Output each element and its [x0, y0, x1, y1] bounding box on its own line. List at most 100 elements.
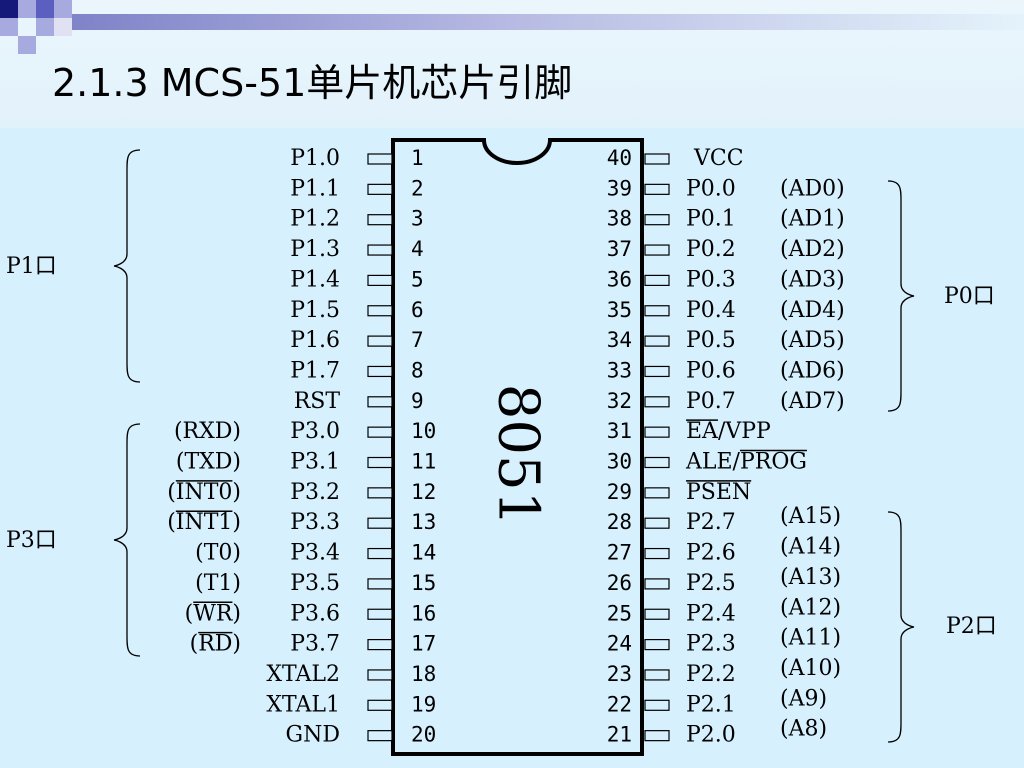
- pin-name: P1.6: [290, 328, 340, 353]
- pin-name: P0.2: [686, 237, 736, 262]
- pin-lead: [644, 305, 670, 317]
- pin-number: 37: [607, 237, 632, 261]
- pin-name: P3.4: [290, 541, 340, 566]
- pin-name: P3.2: [290, 480, 340, 505]
- pin-alt-function: (AD1): [780, 207, 845, 232]
- pin-row-left: 6P1.5: [290, 298, 423, 323]
- pin-lead: [644, 365, 670, 378]
- pin-alt-function: (A10): [780, 656, 841, 681]
- pin-lead: [644, 426, 670, 438]
- pin-row-left: 7 P1.6: [290, 328, 423, 353]
- brace-p0: [887, 180, 915, 412]
- pin-name: P1.7: [290, 358, 340, 383]
- pin-number: 30: [607, 450, 632, 474]
- pin-alt-function: (A15): [780, 504, 841, 529]
- pin-alt-function: (INT1): [167, 510, 241, 535]
- left-pins: 1P1.02P1.13P1.24P1.35P1.46P1.57P1.68P1.7…: [167, 146, 436, 748]
- pin-name: P1.0: [290, 146, 340, 171]
- pin-number: 6: [411, 298, 424, 322]
- group-braces: [113, 149, 915, 743]
- pin-number: 1: [411, 146, 424, 170]
- page-title: 2.1.3 MCS-51单片机芯片引脚: [52, 61, 573, 105]
- pin-lead: [644, 456, 670, 469]
- corner-decoration-square: [36, 0, 54, 18]
- pin-number: 15: [411, 571, 436, 595]
- pin-number: 34: [607, 328, 632, 352]
- pin-name: P0.7: [686, 389, 736, 414]
- pin-lead: [644, 730, 670, 742]
- pin-name: P0.1: [686, 207, 736, 232]
- pin-name: P0.4: [686, 298, 736, 323]
- pin-lead: [367, 335, 393, 347]
- pin-alt-function: (A11): [780, 626, 841, 651]
- pin-name: P2.2: [686, 662, 736, 687]
- pin-number: 20: [411, 723, 436, 747]
- pin-lead: [367, 305, 393, 317]
- pin-number: 21: [607, 723, 632, 747]
- pin-number: 7: [411, 328, 424, 352]
- pin-lead: [367, 396, 393, 408]
- pin-lead: [367, 244, 393, 256]
- pin-name: P3.6: [290, 601, 340, 626]
- pin-lead: [367, 517, 393, 529]
- group-label-p3: P3口: [6, 528, 57, 553]
- pin-lead: [367, 608, 393, 620]
- pin-lead: [367, 487, 393, 499]
- pin-alt-function: (AD4): [780, 298, 845, 323]
- pin-name: P3.5: [290, 571, 340, 596]
- pin-alt-function: (A12): [780, 595, 841, 620]
- pin-number: 33: [607, 358, 632, 382]
- pin-lead: [644, 335, 670, 347]
- pin-row-left: 2P1.1: [290, 176, 423, 201]
- pin-number: 4: [411, 237, 424, 261]
- pin-number: 26: [607, 571, 632, 595]
- pin-number: 31: [607, 419, 632, 443]
- pin-name: P2.4: [686, 601, 736, 626]
- pin-lead: [367, 699, 393, 711]
- pin-alt-function: (AD3): [780, 267, 845, 292]
- pin-name: PSEN: [686, 480, 751, 505]
- pin-lead: [644, 638, 670, 651]
- pin-number: 28: [607, 510, 632, 534]
- pin-alt-function: (T0): [195, 541, 241, 566]
- pin-lead: [644, 699, 670, 711]
- group-label-p2: P2口: [946, 614, 997, 639]
- pin-lead: [644, 547, 670, 560]
- pin-lead: [644, 214, 670, 226]
- pin-alt-function: (A13): [780, 565, 841, 590]
- pin-number: 23: [607, 662, 632, 686]
- pin-lead: [367, 730, 393, 742]
- pin-name: P0.0: [686, 176, 736, 201]
- pin-lead: [644, 396, 670, 408]
- pin-alt-function: (TXD): [176, 450, 241, 475]
- pin-name: RST: [294, 389, 341, 414]
- pin-lead: [644, 244, 670, 256]
- pin-number: 14: [411, 541, 436, 565]
- pin-alt-function: (AD0): [780, 176, 845, 201]
- pin-number: 18: [411, 662, 436, 686]
- pin-alt-function: (AD5): [780, 328, 845, 353]
- pin-lead: [367, 183, 393, 195]
- pin-number: 2: [411, 176, 424, 200]
- pin-alt-function: (AD7): [780, 389, 845, 414]
- pin-number: 39: [607, 176, 632, 200]
- pin-alt-function: (AD6): [780, 358, 845, 383]
- pin-lead: [367, 365, 393, 378]
- pin-lead: [367, 153, 393, 165]
- pin-lead: [367, 426, 393, 438]
- pin-number: 36: [607, 267, 632, 291]
